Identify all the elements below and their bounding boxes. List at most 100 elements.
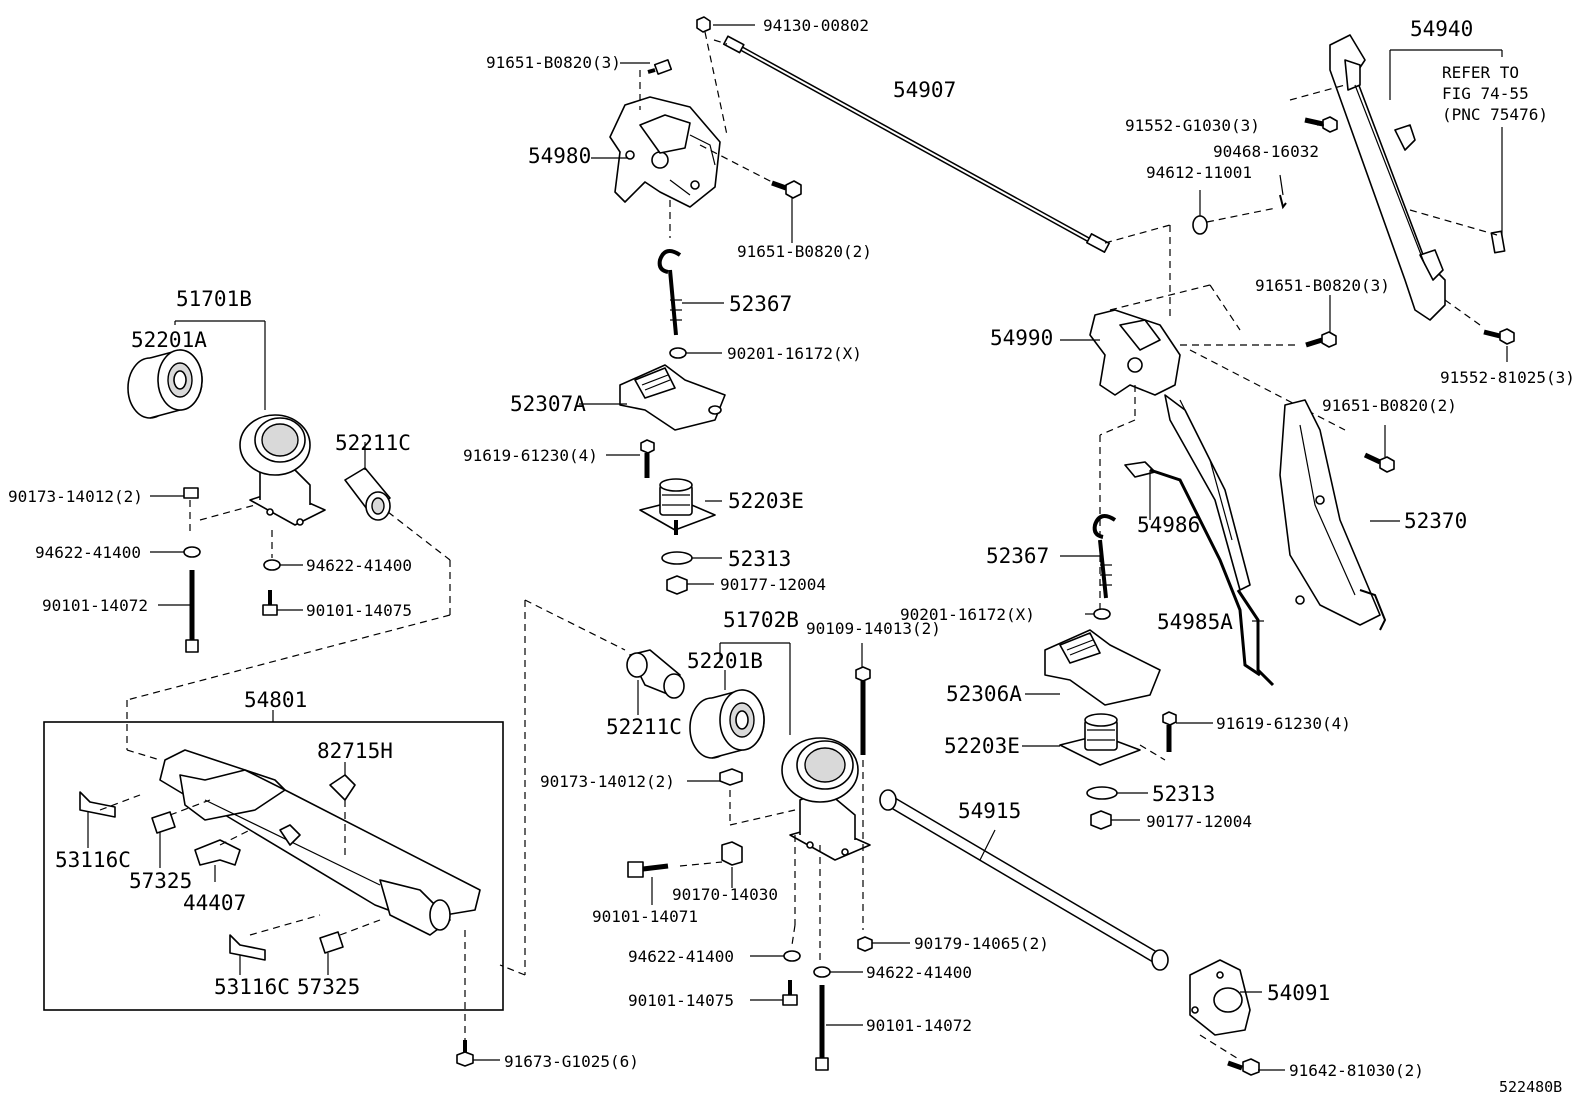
- bushing-52201A: [127, 349, 203, 419]
- label-51702B: 51702B: [723, 608, 799, 632]
- label-54940: 54940: [1410, 17, 1473, 41]
- nut-90177-12004-right: [1090, 810, 1112, 830]
- label-91552-G1030: 91552-G1030(3): [1125, 116, 1260, 135]
- retainer-44407: [194, 839, 241, 866]
- label-90177-12004-right: 90177-12004: [1146, 812, 1252, 831]
- rod-54986: [1124, 461, 1261, 677]
- washer-52313-right: [1086, 786, 1118, 800]
- bracket-54091: [1189, 959, 1251, 1036]
- diagram-code: 522480B: [1499, 1078, 1562, 1096]
- label-52370: 52370: [1404, 509, 1467, 533]
- bolt-91673-G1025: [456, 1040, 474, 1067]
- label-54990: 54990: [990, 326, 1053, 350]
- sleeve-52211C-top: [344, 467, 391, 521]
- bolt-91651-B0820-right: [1305, 331, 1337, 348]
- label-52211C-top: 52211C: [335, 431, 411, 455]
- label-91619-61230-right: 91619-61230(4): [1216, 714, 1351, 733]
- lock-assembly-54990: [1089, 309, 1251, 591]
- label-94130-00802: 94130-00802: [763, 16, 869, 35]
- washer-52313-center: [661, 551, 693, 565]
- label-94612-11001: 94612-11001: [1146, 163, 1252, 182]
- label-90101-14071: 90101-14071: [592, 907, 698, 926]
- label-57325-b: 57325: [297, 975, 360, 999]
- rod-54985A: [1236, 589, 1275, 687]
- label-90201-16172-right: 90201-16172(X): [900, 605, 1035, 624]
- bolt-91619-61230-right: [1162, 711, 1177, 752]
- label-52203E-right: 52203E: [944, 734, 1020, 758]
- label-90170-14030: 90170-14030: [672, 885, 778, 904]
- bolt-91651-B0820-2: [771, 180, 802, 199]
- rod-54915: [879, 789, 1169, 971]
- bolt-90101-14072-left: [185, 570, 199, 653]
- label-57325-a: 57325: [129, 869, 192, 893]
- clip-53116C-a: [79, 791, 116, 818]
- label-refer-line1: REFER TO: [1442, 63, 1519, 82]
- pad-57325-a: [151, 811, 176, 834]
- label-53116C-b: 53116C: [214, 975, 290, 999]
- label-90179-14065: 90179-14065(2): [914, 934, 1049, 953]
- label-52367-center: 52367: [729, 292, 792, 316]
- sleeve-52211C-bottom: [626, 649, 685, 699]
- label-91651-B0820-3-right: 91651-B0820(3): [1255, 276, 1390, 295]
- label-94622-41400-b: 94622-41400: [306, 556, 412, 575]
- bolt-91651-B0820-top: [647, 59, 673, 75]
- mount-52203E-center: [639, 478, 716, 535]
- mount-51702B: [781, 737, 871, 861]
- nut-90177-12004-center: [666, 575, 688, 595]
- label-52201B: 52201B: [687, 649, 763, 673]
- washer-94622-41400-c: [783, 950, 801, 962]
- label-90101-14072-center: 90101-14072: [866, 1016, 972, 1035]
- bracket-52306A: [1044, 629, 1161, 706]
- bolt-91651-B0820-right-2: [1363, 452, 1395, 473]
- label-52367-right: 52367: [986, 544, 1049, 568]
- label-91619-61230-left: 91619-61230(4): [463, 446, 598, 465]
- label-91651-B0820-3-top: 91651-B0820(3): [486, 53, 621, 72]
- label-94622-41400-d: 94622-41400: [866, 963, 972, 982]
- washer-94622-41400-a: [183, 546, 201, 558]
- label-54986: 54986: [1137, 513, 1200, 537]
- label-90101-14072-left: 90101-14072: [42, 596, 148, 615]
- clip-53116C-b: [229, 934, 266, 961]
- label-refer-line2: FIG 74-55: [1442, 84, 1529, 103]
- bolt-91552-G1030: [1304, 116, 1338, 133]
- label-52313-center: 52313: [728, 547, 791, 571]
- nut-90179-14065: [857, 936, 873, 952]
- label-54907: 54907: [893, 78, 956, 102]
- mount-51701B: [239, 414, 326, 526]
- label-52306A: 52306A: [946, 682, 1022, 706]
- washer-90201-16172-center: [669, 347, 687, 359]
- label-90101-14075-left: 90101-14075: [306, 601, 412, 620]
- label-90173-14012-center: 90173-14012(2): [540, 772, 675, 791]
- label-90201-16172-center: 90201-16172(X): [727, 344, 862, 363]
- label-52313-right: 52313: [1152, 782, 1215, 806]
- label-90109-14013: 90109-14013(2): [806, 619, 941, 638]
- label-82715H: 82715H: [317, 739, 393, 763]
- washer-94612-11001: [1192, 215, 1208, 235]
- label-52211C-bottom: 52211C: [606, 715, 682, 739]
- washer-90201-16172-right: [1093, 608, 1111, 620]
- nut-90173-14012-center: [719, 768, 743, 786]
- nut-94130-00802: [696, 16, 711, 33]
- bolt-91642-81030: [1227, 1058, 1260, 1076]
- bracket-52307A: [619, 364, 726, 431]
- label-54091: 54091: [1267, 981, 1330, 1005]
- label-91673-G1025: 91673-G1025(6): [504, 1052, 639, 1071]
- spacer-90170-14030: [721, 841, 743, 866]
- bolt-90109-14013: [855, 666, 871, 755]
- bolt-91552-81025: [1483, 328, 1515, 345]
- bolt-90101-14071: [627, 861, 669, 878]
- label-91651-B0820-2-top: 91651-B0820(2): [737, 242, 872, 261]
- label-52201A: 52201A: [131, 328, 207, 352]
- label-51701B: 51701B: [176, 287, 252, 311]
- washer-94622-41400-d: [813, 966, 831, 978]
- washer-94622-41400-b: [263, 559, 281, 571]
- crossmember-54801: [159, 749, 481, 936]
- lever-54940: [1329, 34, 1446, 321]
- label-54801: 54801: [244, 688, 307, 712]
- label-91552-81025: 91552-81025(3): [1440, 368, 1575, 387]
- hook-bolt-52367-center: [657, 249, 682, 336]
- bushing-52201B: [689, 689, 765, 759]
- bracket-52370: [1279, 399, 1387, 631]
- bolt-90101-14075-left: [262, 590, 278, 616]
